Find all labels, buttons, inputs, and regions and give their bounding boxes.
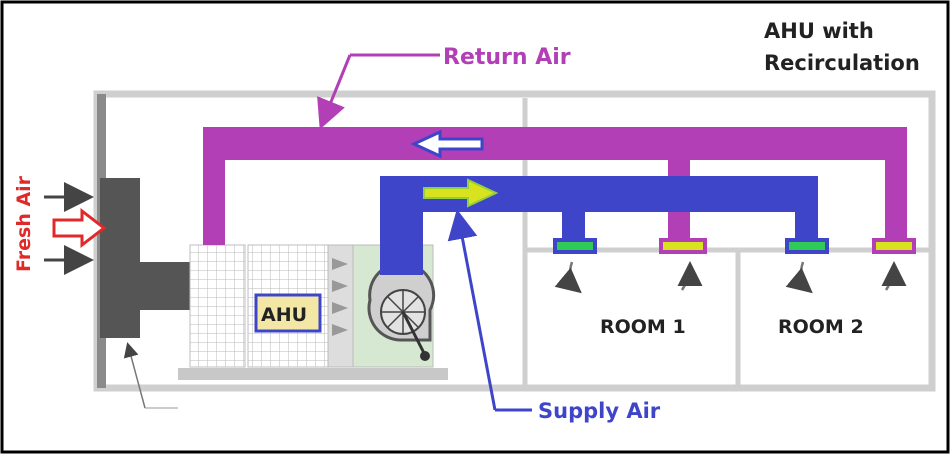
supply-air-leader bbox=[447, 209, 532, 412]
room-airflow-arrows bbox=[554, 261, 907, 294]
supply-air-duct bbox=[380, 176, 818, 275]
mixing-box bbox=[100, 178, 193, 338]
ahu-label-box bbox=[254, 293, 322, 333]
room-2-label: ROOM 2 bbox=[778, 316, 864, 338]
supply-flow-arrow-icon bbox=[423, 178, 499, 208]
exhaust-arrow bbox=[123, 342, 178, 409]
supply-air-label: Supply Air bbox=[538, 399, 661, 423]
return-air-duct bbox=[203, 127, 907, 245]
return-grille-room2 bbox=[872, 238, 916, 254]
return-air-leader bbox=[317, 53, 440, 130]
return-air-label: Return Air bbox=[443, 45, 571, 70]
supply-diffuser-room1 bbox=[553, 238, 597, 254]
room-1-label: ROOM 1 bbox=[600, 316, 686, 338]
fresh-air-arrows bbox=[44, 182, 107, 275]
return-flow-arrow-icon bbox=[410, 129, 484, 159]
ahu-label: AHU bbox=[261, 304, 307, 326]
fan-icon bbox=[367, 261, 436, 361]
fresh-air-label: Fresh Air bbox=[13, 175, 35, 272]
supply-diffuser-room2 bbox=[785, 238, 829, 254]
title-line-2: Recirculation bbox=[764, 51, 920, 75]
fresh-air-arrow-icon bbox=[52, 207, 107, 249]
title-line-1: AHU with bbox=[764, 19, 874, 43]
return-grille-room1 bbox=[659, 238, 707, 254]
